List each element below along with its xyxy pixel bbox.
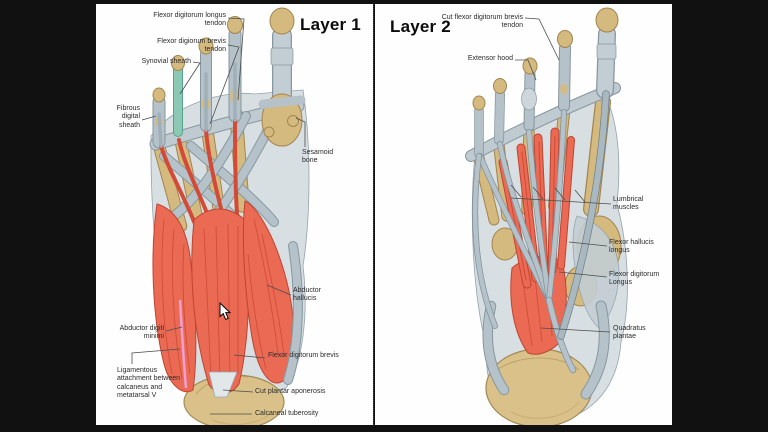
label-abductor-digiti-minimi: Abductor digiti minimi bbox=[119, 325, 164, 341]
label-abductor-hallucis: Abductor hallucis bbox=[293, 287, 322, 303]
label-sesamoid-bone: Sesamoid bone bbox=[302, 149, 334, 165]
layer1-title: Layer 1 bbox=[300, 15, 361, 34]
panel-divider bbox=[373, 4, 374, 425]
layer1-panel: Layer 1 Flexor digitorum longus tendon F… bbox=[96, 4, 373, 425]
layer2-title: Layer 2 bbox=[390, 17, 451, 36]
foot-plantar-layer2-illustration bbox=[465, 7, 628, 425]
label-flexor-digitorum-brevis: Flexor digitorum brevis bbox=[268, 352, 339, 359]
label-flexor-digitorum-longus: Flexor digitorum Longus bbox=[609, 271, 660, 287]
label-cut-plantar-aponerosis: Cut plantar aponerosis bbox=[255, 388, 326, 395]
label-flexor-digiorum-brevis-tendon: Flexor digiorum brevis tendon bbox=[157, 38, 226, 54]
label-synovial-sheath: Synovial sheath bbox=[141, 58, 191, 65]
layer2-panel: Layer 2 Cut flexor digitorum brevis tend… bbox=[375, 4, 672, 425]
label-cut-flexor-digitorum-brevis-tendon: Cut flexor digitorum brevis tendon bbox=[441, 14, 523, 30]
label-quadratus-plantae: Quadratus plantae bbox=[613, 325, 646, 341]
label-ligamentous-attachment: Ligamentous attachment between calcaneus… bbox=[117, 367, 181, 400]
mouse-arrow-cursor bbox=[219, 302, 232, 321]
label-flexor-hallucis-longus: Flexor hallucis longus bbox=[609, 239, 654, 255]
foot-plantar-layer1-illustration bbox=[149, 7, 310, 425]
label-fibrous-digital-sheath: Fibrous digital sheath bbox=[116, 105, 140, 129]
label-calcaneal-tuberosity: Calcaneal tuberosity bbox=[255, 410, 319, 417]
label-flexor-digitorum-longus-tendon: Flexor digitorum longus tendon bbox=[153, 12, 226, 28]
label-extensor-hood: Extensor hood bbox=[467, 55, 513, 62]
label-lumbrical-muscles: Lumbrical muscles bbox=[613, 196, 644, 212]
